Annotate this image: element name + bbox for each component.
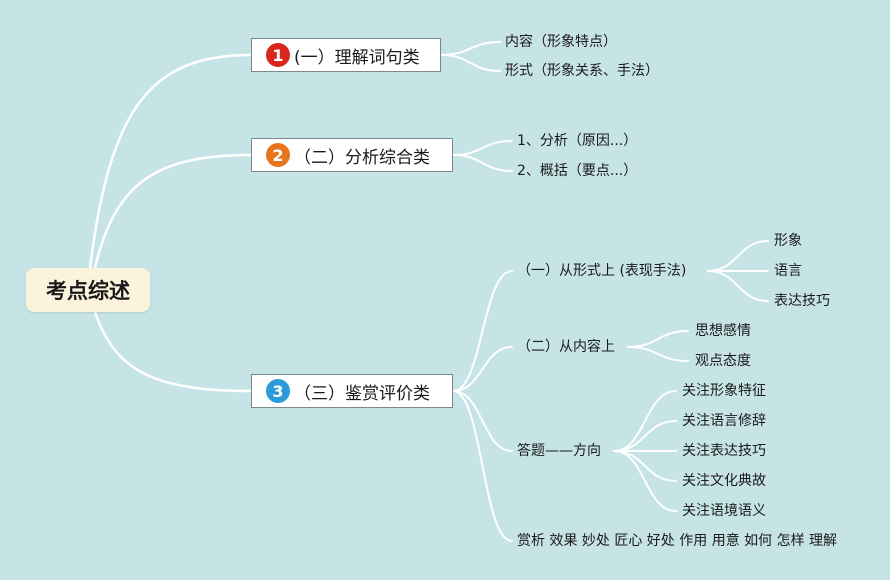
leaf-viewpoint[interactable]: 观点态度 bbox=[695, 353, 751, 369]
branch-1-leaf-line bbox=[440, 54, 501, 72]
leaf-focus-context[interactable]: 关注语境语义 bbox=[682, 503, 766, 519]
answer-leaf-line bbox=[613, 390, 677, 452]
answer-leaf-line bbox=[613, 450, 677, 482]
leaf-expression-technique[interactable]: 表达技巧 bbox=[774, 293, 830, 309]
form-leaf-line bbox=[707, 240, 769, 272]
branch-3-sub-line bbox=[452, 270, 513, 392]
sub-answer-direction[interactable]: 答题——方向 bbox=[517, 443, 601, 459]
number-2-badge-icon: 2 bbox=[266, 143, 290, 167]
branch-label: (一）理解词句类 bbox=[294, 47, 420, 68]
answer-leaf-line bbox=[613, 420, 677, 452]
sub-content[interactable]: （二）从内容上 bbox=[517, 339, 615, 355]
branch-analysis[interactable]: 2 （二）分析综合类 bbox=[251, 138, 453, 172]
branch-1-leaf-line bbox=[440, 41, 501, 56]
number-1-badge-icon: 1 bbox=[266, 43, 290, 67]
sub-form-technique[interactable]: （一）从形式上 (表现手法) bbox=[517, 263, 687, 279]
root-to-branch-3-line bbox=[93, 311, 252, 393]
form-leaf-line bbox=[707, 270, 769, 302]
branch-label: （二）分析综合类 bbox=[294, 147, 430, 168]
content-leaf-line bbox=[627, 346, 689, 362]
leaf-focus-allusion[interactable]: 关注文化典故 bbox=[682, 473, 766, 489]
root-to-branch-2-line bbox=[93, 153, 252, 269]
branch-2-leaf-line bbox=[452, 140, 513, 156]
leaf-language[interactable]: 语言 bbox=[774, 263, 802, 279]
branch-label: （三）鉴赏评价类 bbox=[294, 383, 430, 404]
number-3-badge-icon: 3 bbox=[266, 379, 290, 403]
sub-keywords[interactable]: 赏析 效果 妙处 匠心 好处 作用 用意 如何 怎样 理解 bbox=[517, 533, 838, 549]
leaf-focus-image[interactable]: 关注形象特征 bbox=[682, 383, 766, 399]
branch-2-leaf-line bbox=[452, 154, 513, 172]
leaf-analyze[interactable]: 1、分析（原因...） bbox=[517, 133, 638, 149]
leaf-form[interactable]: 形式（形象关系、手法） bbox=[505, 63, 659, 79]
leaf-focus-rhetoric[interactable]: 关注语言修辞 bbox=[682, 413, 766, 429]
answer-leaf-line bbox=[613, 450, 677, 512]
leaf-summarize[interactable]: 2、概括（要点...） bbox=[517, 163, 638, 179]
branch-appreciation[interactable]: 3 （三）鉴赏评价类 bbox=[251, 374, 453, 408]
leaf-content[interactable]: 内容（形象特点） bbox=[505, 34, 617, 50]
leaf-image[interactable]: 形象 bbox=[774, 233, 802, 249]
branch-3-sub-line bbox=[452, 390, 513, 542]
branch-understanding[interactable]: 1 (一）理解词句类 bbox=[251, 38, 441, 72]
branch-3-sub-line bbox=[452, 390, 513, 452]
root-to-branch-1-line bbox=[88, 53, 252, 269]
content-leaf-line bbox=[627, 330, 689, 348]
leaf-focus-technique[interactable]: 关注表达技巧 bbox=[682, 443, 766, 459]
root-topic[interactable]: 考点综述 bbox=[26, 268, 150, 312]
branch-3-sub-line bbox=[452, 346, 513, 392]
leaf-emotion[interactable]: 思想感情 bbox=[695, 323, 751, 339]
